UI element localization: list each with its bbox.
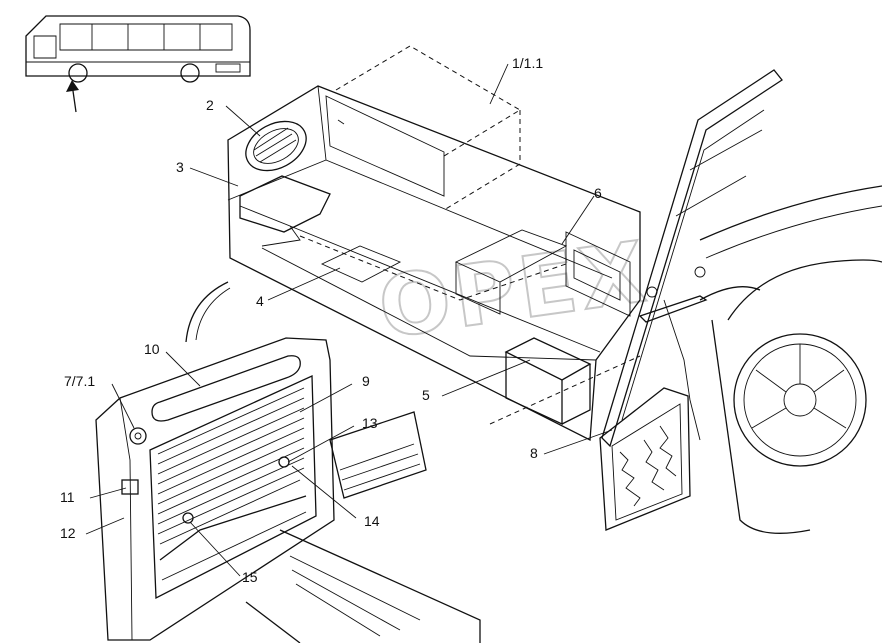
callout-7-7-1: 7/7.1 — [64, 373, 95, 389]
callout-2: 2 — [206, 97, 214, 113]
callout-13: 13 — [362, 415, 378, 431]
luggage-compartment — [185, 45, 641, 442]
side-compartment — [95, 337, 481, 643]
leader-lines — [85, 63, 613, 577]
callout-11: 11 — [60, 489, 75, 505]
callout-3: 3 — [176, 159, 184, 175]
bus-locator-thumbnail — [25, 15, 251, 113]
storage-bin — [599, 387, 691, 531]
callout-6: 6 — [594, 185, 602, 201]
callout-5: 5 — [422, 387, 430, 403]
bus-body — [699, 185, 882, 534]
callout-4: 4 — [256, 293, 264, 309]
callout-9: 9 — [362, 373, 370, 389]
callout-1-1-1: 1/1.1 — [512, 55, 543, 71]
callout-15: 15 — [242, 569, 258, 585]
callout-10: 10 — [144, 341, 160, 357]
callout-12: 12 — [60, 525, 76, 541]
raised-hatch — [601, 69, 783, 448]
callout-8: 8 — [530, 445, 538, 461]
callout-14: 14 — [364, 513, 380, 529]
